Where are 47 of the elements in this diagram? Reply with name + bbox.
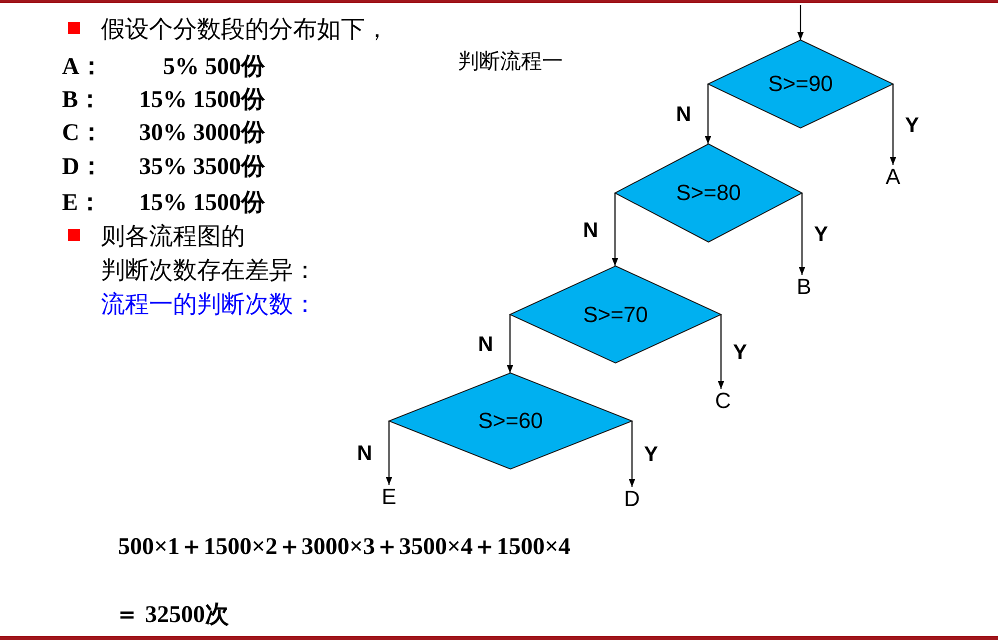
text-line: C： [62,121,104,145]
edge-label: Y [905,114,920,136]
edge-label: N [583,220,598,240]
edge-label: Y [733,342,748,363]
text-line: 5% 500份 [163,55,265,79]
text-line: 30% 3000份 [139,121,265,145]
outcome-label: D [624,486,640,512]
decision-diamond [389,373,632,469]
edge-label: N [676,104,692,125]
arrow [704,84,712,144]
arrow [612,193,618,266]
edge-label: N [478,334,494,355]
condition-text: S>=70 [583,302,648,328]
edge-label: Y [814,224,828,245]
text-line: 15% 1500份 [139,88,265,112]
text-line: ＝ 32500次 [115,603,229,627]
text-line: 假设个分数段的分布如下， [101,18,389,42]
condition-text: S>=60 [478,408,543,434]
outcome-label: A [886,164,900,190]
arrow [718,314,724,389]
condition-text: S>=90 [768,71,833,97]
text-line: 35% 3500份 [139,155,265,179]
text-line: 500×1＋1500×2＋3000×3＋3500×4＋1500×4 [118,535,570,559]
text-line: D： [62,155,104,179]
arrow [628,421,636,487]
diagram-title: 判断流程一 [458,51,563,72]
text-line: 流程一的判断次数： [101,293,317,317]
text-line: 15% 1500份 [139,191,265,215]
edge-label: N [357,443,372,464]
decision-diamond [708,40,893,128]
condition-text: S>=80 [676,180,741,206]
outcome-label: B [796,274,812,300]
arrow [798,193,806,275]
text-line: 判断次数存在差异： [101,259,317,283]
text-line: 则各流程图的 [101,225,245,249]
arrow [797,5,804,40]
outcome-label: E [382,484,396,510]
arrow [506,314,514,373]
text-line: E： [62,191,102,215]
decision-diamond [510,266,721,363]
outcome-label: C [715,388,731,414]
text-line: A： [62,55,104,79]
arrow [386,421,392,485]
text-line: B： [62,88,102,112]
decision-diamond [615,144,802,242]
arrow [890,84,896,165]
edge-label: Y [644,444,658,465]
